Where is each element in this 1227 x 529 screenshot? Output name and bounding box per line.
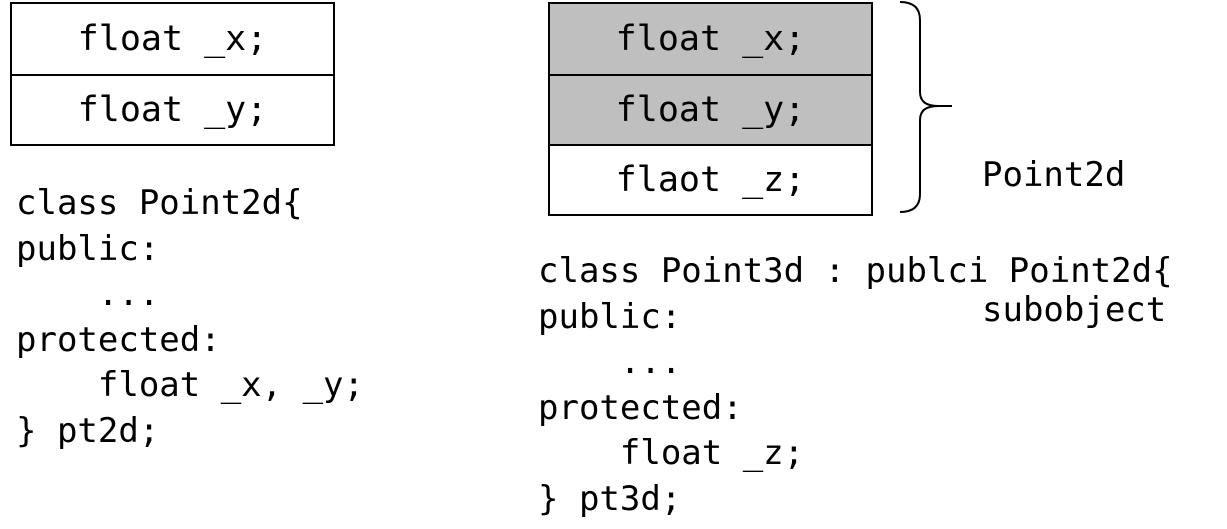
- code-line: ...: [538, 342, 682, 382]
- point3d-class-code: class Point3d : publci Point2d{ public: .…: [538, 249, 1173, 522]
- code-line: public:: [16, 228, 160, 269]
- code-line: class Point2d{: [16, 183, 303, 223]
- subobject-label-line-2: subobject: [982, 290, 1167, 330]
- point3d-member-z: flaot _z;: [550, 144, 871, 214]
- point2d-class-code: class Point2d{ public: ... protected: floa…: [16, 181, 364, 454]
- code-line: float _z;: [538, 433, 805, 473]
- code-line: public:: [538, 296, 682, 337]
- code-line: ...: [16, 274, 160, 314]
- point3d-memory-layout: float _x; float _y; flaot _z;: [548, 2, 873, 216]
- code-line: protected:: [538, 387, 743, 428]
- point3d-member-y: float _y;: [550, 74, 871, 144]
- subobject-brace: [899, 1, 952, 213]
- code-line: protected:: [16, 319, 221, 360]
- point3d-member-x: float _x;: [550, 4, 871, 74]
- code-line: } pt3d;: [538, 478, 682, 519]
- code-line: class Point3d : publci Point2d{: [538, 251, 1173, 291]
- code-line: } pt2d;: [16, 410, 160, 451]
- subobject-label: Point2d subobject: [982, 63, 1166, 378]
- point2d-member-x: float _x;: [77, 19, 268, 59]
- code-line: float _x, _y;: [16, 365, 364, 405]
- point2d-memory-layout: float _x; float _y;: [10, 2, 335, 146]
- subobject-label-line-1: Point2d: [982, 155, 1126, 195]
- point2d-member-y: float _y;: [12, 74, 333, 144]
